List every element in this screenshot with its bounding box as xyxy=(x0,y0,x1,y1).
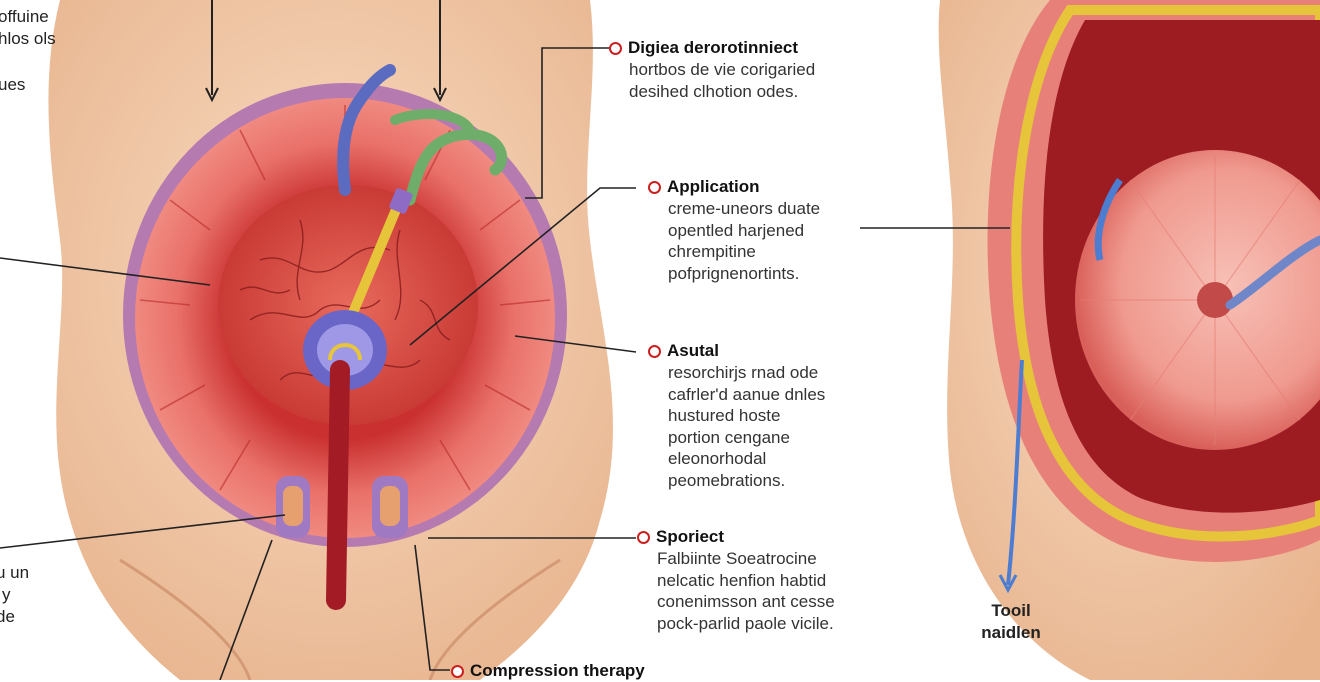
callout-line: opentled harjened xyxy=(668,220,820,242)
right-label-line: Tooil xyxy=(966,600,1056,622)
left-bottom-label-3: de xyxy=(0,606,15,628)
main-vessel xyxy=(336,370,340,600)
callout-line: resorchirjs rnad ode xyxy=(668,362,825,384)
callout-line: desihed clhotion odes. xyxy=(629,81,815,103)
callout-line: hustured hoste xyxy=(668,405,825,427)
dome-center xyxy=(1197,282,1233,318)
callout-line: cafrler'd aanue dnles xyxy=(668,384,825,406)
callout-heading: Digiea derorotinniect xyxy=(628,37,798,59)
callout-line: peomebrations. xyxy=(668,470,825,492)
right-node-core xyxy=(380,486,400,526)
callout-marker-icon xyxy=(648,345,661,358)
callout-line: chrempitine xyxy=(668,241,820,263)
callout-marker-icon xyxy=(637,531,650,544)
left-bottom-label-1: u un xyxy=(0,562,29,584)
callout-line: pock-parlid paole vicile. xyxy=(657,613,835,635)
callout-line: portion cengane xyxy=(668,427,825,449)
left-node-core xyxy=(283,486,303,526)
callout-application: Application creme-uneors duate opentled … xyxy=(648,176,820,284)
callout-line: conenimsson ant cesse xyxy=(657,591,835,613)
callout-digiea: Digiea derorotinniect hortbos de vie cor… xyxy=(609,37,815,102)
callout-marker-icon xyxy=(648,181,661,194)
left-top-label-1: offuine xyxy=(0,6,49,28)
right-figure-label: Tooil naidlen xyxy=(966,600,1056,644)
callout-compression: Compression therapy xyxy=(451,660,645,682)
callout-marker-icon xyxy=(609,42,622,55)
left-bottom-label-2: y xyxy=(2,584,11,606)
callout-line: eleonorhodal xyxy=(668,448,825,470)
callout-line: nelcatic henfion habtid xyxy=(657,570,835,592)
callout-heading: Sporiect xyxy=(656,526,724,548)
left-top-label-2: hlos ols xyxy=(0,28,56,50)
left-middle-label: ues xyxy=(0,74,25,96)
callout-line: creme-uneors duate xyxy=(668,198,820,220)
callout-line: Falbiinte Soeatrocine xyxy=(657,548,835,570)
callout-heading: Asutal xyxy=(667,340,719,362)
right-label-line: naidlen xyxy=(966,622,1056,644)
callout-heading: Application xyxy=(667,176,760,198)
callout-asutal: Asutal resorchirjs rnad ode cafrler'd aa… xyxy=(648,340,825,491)
callout-line: pofprignenortints. xyxy=(668,263,820,285)
callout-line: hortbos de vie corigaried xyxy=(629,59,815,81)
callout-sporiect: Sporiect Falbiinte Soeatrocine nelcatic … xyxy=(637,526,835,634)
callout-marker-icon xyxy=(451,665,464,678)
callout-heading: Compression therapy xyxy=(470,660,645,682)
